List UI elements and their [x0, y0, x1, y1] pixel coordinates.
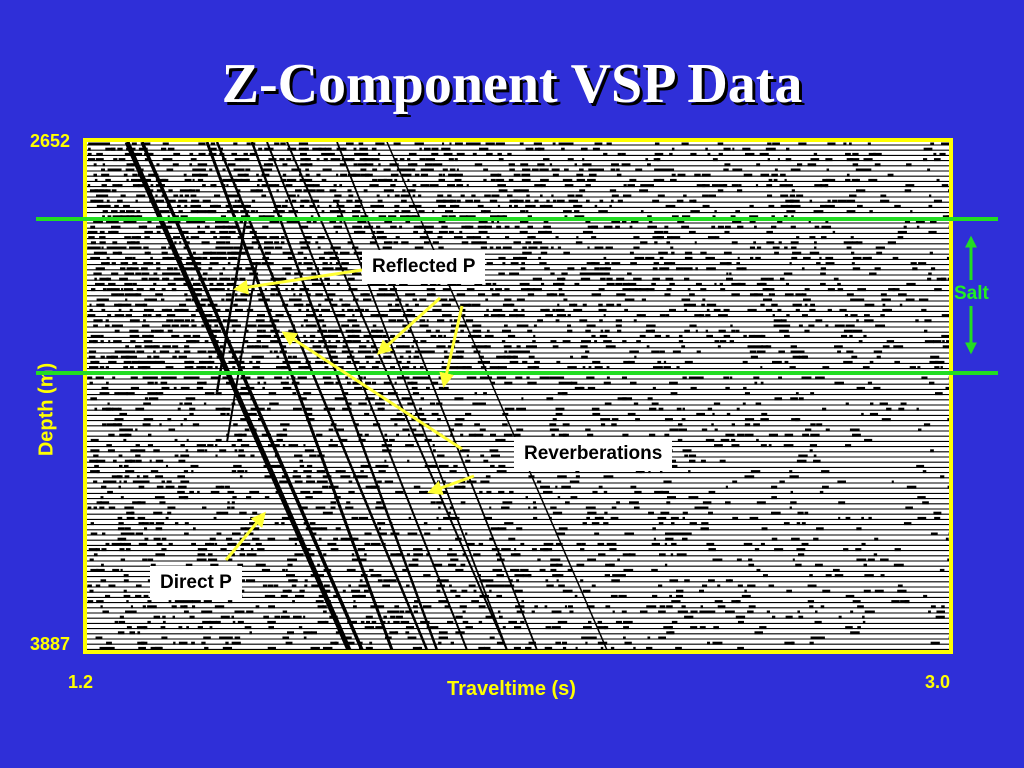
reverb-arrow-2	[427, 474, 475, 495]
reflected-arrow-1	[233, 268, 363, 295]
reflected-arrow-2	[376, 296, 442, 356]
direct-arrow	[224, 511, 266, 561]
x-left-label: 1.2	[68, 672, 94, 692]
y-top-label: 2652	[30, 131, 71, 151]
x-axis-title: Traveltime (s)	[447, 678, 576, 700]
seismic-traces	[87, 142, 949, 650]
slide-title: Z-Component VSP Data	[221, 53, 803, 115]
dipping-events	[124, 142, 608, 650]
y-bottom-label: 3887	[30, 634, 71, 654]
salt-label: Salt	[954, 283, 989, 304]
reflected-p-label: Reflected P	[362, 250, 486, 284]
x-right-label: 3.0	[925, 672, 951, 692]
reflected-arrow-3	[439, 305, 464, 388]
seismic-plot	[83, 138, 953, 654]
direct-p-label: Direct P	[150, 566, 242, 600]
trace-wiggles	[87, 142, 949, 650]
reverberations-label: Reverberations	[514, 437, 673, 471]
reverb-arrow-1	[281, 331, 463, 451]
